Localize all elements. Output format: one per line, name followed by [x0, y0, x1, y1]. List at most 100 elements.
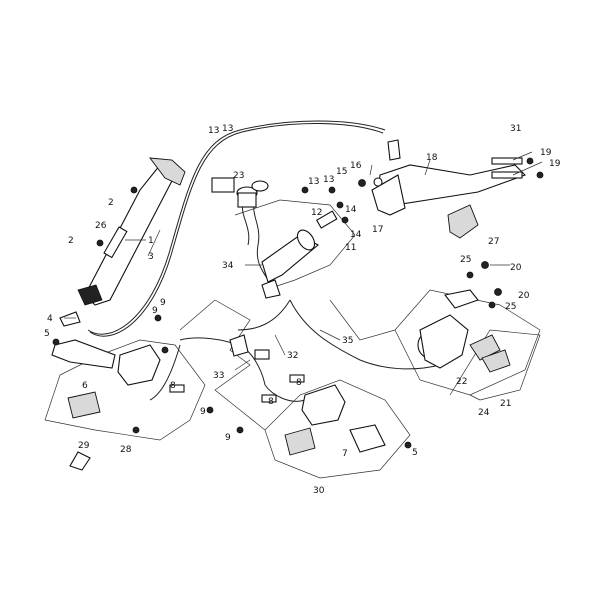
label-24: 24	[478, 408, 490, 418]
caliper-bracket-lower	[349, 424, 386, 453]
group-connector-b	[329, 299, 396, 341]
label-8b: 8	[268, 397, 274, 407]
mount-plate-4	[59, 311, 81, 327]
label-13a: 13	[208, 126, 219, 136]
reservoir-hose-inner	[242, 204, 250, 246]
lower-caliper-assembly	[169, 334, 412, 456]
label-6: 6	[82, 381, 88, 391]
label-14a: 14	[345, 205, 357, 215]
brake-pad-7	[284, 427, 316, 456]
rear-brake-hose-35	[289, 299, 441, 370]
label-15: 15	[336, 167, 347, 177]
label-33: 33	[213, 371, 224, 381]
bolt-2a	[130, 186, 138, 194]
push-rod-12	[315, 210, 338, 229]
nut-13	[328, 186, 336, 194]
bolt-5b	[404, 441, 412, 449]
pedal-pad-27	[447, 204, 479, 239]
group-outline-21	[394, 289, 541, 396]
label-14b: 14	[350, 230, 362, 240]
bolt-2b	[96, 239, 104, 247]
label-29: 29	[78, 441, 90, 451]
label-25b: 25	[505, 302, 516, 312]
nut-14b	[341, 216, 349, 224]
label-16: 16	[350, 161, 362, 171]
left-caliper-assembly	[51, 314, 169, 471]
label-17: 17	[372, 225, 383, 235]
label-9c: 9	[200, 407, 206, 417]
nut-19b	[536, 171, 544, 179]
label-9d: 9	[225, 433, 231, 443]
label-22: 22	[456, 377, 467, 387]
parking-brake-cable-3	[87, 120, 386, 335]
label-18: 18	[426, 153, 438, 163]
label-2a: 2	[108, 198, 114, 208]
label-35: 35	[342, 336, 353, 346]
brake-hose-lower	[264, 384, 306, 402]
nut-13b	[301, 186, 309, 194]
label-26: 26	[95, 221, 107, 231]
group-outline-29	[44, 339, 206, 441]
lever-spring-26	[103, 226, 128, 259]
caliper-bracket-left	[51, 339, 116, 369]
label-20b: 20	[518, 291, 530, 301]
cable-anchor	[387, 139, 401, 161]
label-13d: 13	[323, 175, 334, 185]
brake-pad-22b	[481, 349, 511, 373]
label-19a: 19	[540, 148, 552, 158]
label-8a: 8	[170, 381, 176, 391]
brake-hose-left	[149, 344, 181, 401]
brake-pipe-32	[237, 299, 291, 331]
spring-16	[373, 177, 383, 187]
banjo-fitting	[261, 279, 281, 299]
caliper-body-22	[419, 314, 469, 369]
bolt-9a	[154, 314, 162, 322]
label-27: 27	[488, 237, 499, 247]
label-9a: 9	[152, 306, 158, 316]
group-outline-11	[234, 199, 356, 291]
brake-pad-22a	[469, 334, 501, 361]
hose-clip-8c	[289, 374, 305, 383]
brake-pad-6	[67, 391, 101, 419]
label-4: 4	[47, 314, 53, 324]
label-13b: 13	[222, 124, 233, 134]
label-1: 1	[148, 236, 154, 246]
shaft-end-31a	[491, 157, 523, 165]
nut-19a	[526, 157, 534, 165]
label-23: 23	[233, 171, 244, 181]
bolt-25a	[466, 271, 474, 279]
bolt-25b	[488, 301, 496, 309]
reservoir-hose	[253, 199, 269, 281]
part-labels: 1 2 2 3 4 5 5 6 7 8 8 8 9 9 9 9 11 12 13…	[44, 124, 561, 496]
label-8c: 8	[296, 378, 302, 388]
bleeder-20a	[481, 261, 489, 269]
master-cylinder-bore	[296, 229, 316, 251]
tee-fitting	[229, 334, 249, 357]
label-5b: 5	[412, 448, 418, 458]
brake-cables	[87, 120, 441, 402]
caliper-body-left	[117, 344, 161, 386]
pedal-assembly	[358, 139, 544, 239]
leader-lines	[64, 151, 543, 401]
label-7: 7	[342, 449, 348, 459]
group-connector-a	[179, 299, 266, 431]
nut-14a	[336, 201, 344, 209]
bolt-9c	[206, 406, 214, 414]
bolt-9d	[236, 426, 244, 434]
label-31: 31	[510, 124, 521, 134]
hose-clip-8b	[261, 394, 277, 403]
label-2b: 2	[68, 236, 74, 246]
label-19b: 19	[549, 159, 561, 169]
shaft-end-31b	[491, 171, 523, 179]
lever-base	[77, 284, 103, 306]
label-30: 30	[313, 486, 325, 496]
label-12: 12	[311, 208, 322, 218]
bleeder-20b	[494, 288, 502, 296]
lever-bracket	[149, 157, 186, 186]
reservoir-body	[237, 192, 257, 208]
parking-brake-cable-3-outer	[89, 122, 384, 337]
bolt-5a	[52, 338, 60, 346]
brake-lever-assembly	[59, 157, 186, 327]
